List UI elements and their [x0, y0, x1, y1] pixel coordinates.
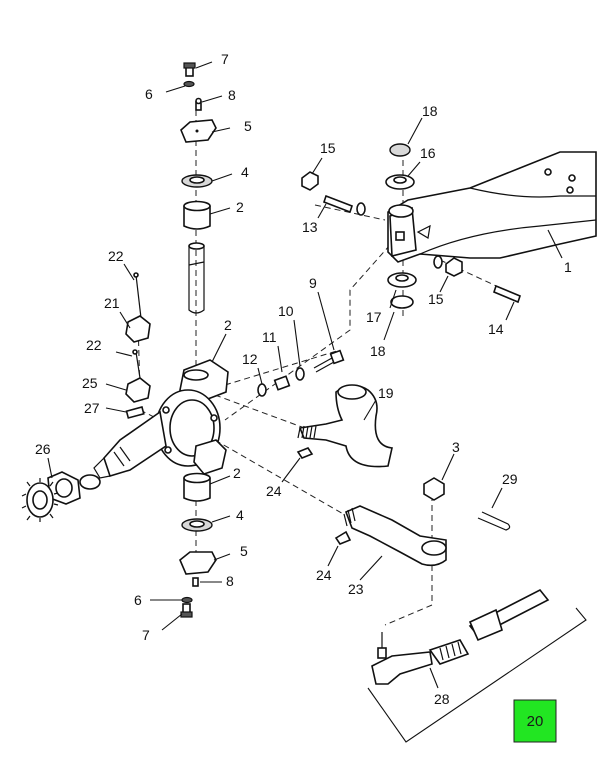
callout-8-top: 8	[228, 87, 236, 103]
kingpin-lower-stack	[179, 472, 217, 618]
leader-lines	[47, 61, 563, 689]
callout-1: 1	[564, 259, 572, 275]
callout-14: 14	[488, 321, 504, 337]
callout-24-lower: 24	[316, 567, 332, 583]
callout-25: 25	[82, 375, 98, 391]
callout-4-top: 4	[241, 164, 249, 180]
assembly-bracket	[367, 607, 587, 743]
callout-5-bottom: 5	[240, 543, 248, 559]
steering-knuckle	[93, 359, 229, 479]
callout-22-mid: 22	[86, 337, 102, 353]
callout-7-top: 7	[221, 51, 229, 67]
axle-hardware	[301, 143, 521, 309]
callout-23: 23	[348, 581, 364, 597]
callout-18-lower: 18	[370, 343, 386, 359]
callout-12: 12	[242, 351, 258, 367]
callout-6-top: 6	[145, 86, 153, 102]
callout-7-bottom: 7	[142, 627, 150, 643]
steering-arm-lower	[334, 505, 447, 567]
callout-3: 3	[452, 439, 460, 455]
callout-2-knuckle: 2	[224, 317, 232, 333]
callout-18-upper: 18	[422, 103, 438, 119]
reference-badge[interactable]: 20	[513, 699, 557, 743]
callout-13: 13	[302, 219, 318, 235]
nut-cotter	[423, 477, 511, 531]
callout-5-top: 5	[244, 118, 252, 134]
callout-9: 9	[309, 275, 317, 291]
callout-16: 16	[420, 145, 436, 161]
callout-2-top: 2	[236, 199, 244, 215]
callout-21: 21	[104, 295, 120, 311]
callout-15-lower: 15	[428, 291, 444, 307]
callout-2-bottom: 2	[233, 465, 241, 481]
callout-17: 17	[366, 309, 382, 325]
steering-arm-upper	[296, 384, 393, 468]
axle-beam	[387, 151, 597, 263]
reference-badge-label: 20	[527, 713, 544, 730]
callout-27: 27	[84, 400, 100, 416]
callout-15-upper: 15	[320, 140, 336, 156]
callout-22-top: 22	[108, 248, 124, 264]
callout-10: 10	[278, 303, 294, 319]
spindle-hardware	[21, 272, 151, 522]
callout-6-bottom: 6	[134, 592, 142, 608]
callout-4-bottom: 4	[236, 507, 244, 523]
kingpin-upper-stack	[180, 62, 217, 314]
callout-19: 19	[378, 385, 394, 401]
callout-11: 11	[262, 329, 277, 345]
callout-24-upper: 24	[266, 483, 282, 499]
bolt-set	[257, 349, 345, 397]
callout-29: 29	[502, 471, 518, 487]
tie-rod-end	[371, 588, 550, 685]
callout-28: 28	[434, 691, 450, 707]
callout-labels: 7 6 8 5 4 2 22 21 2 22 25 27 26 2 4 5 8 …	[35, 51, 572, 707]
callout-26: 26	[35, 441, 51, 457]
callout-8-bottom: 8	[226, 573, 234, 589]
